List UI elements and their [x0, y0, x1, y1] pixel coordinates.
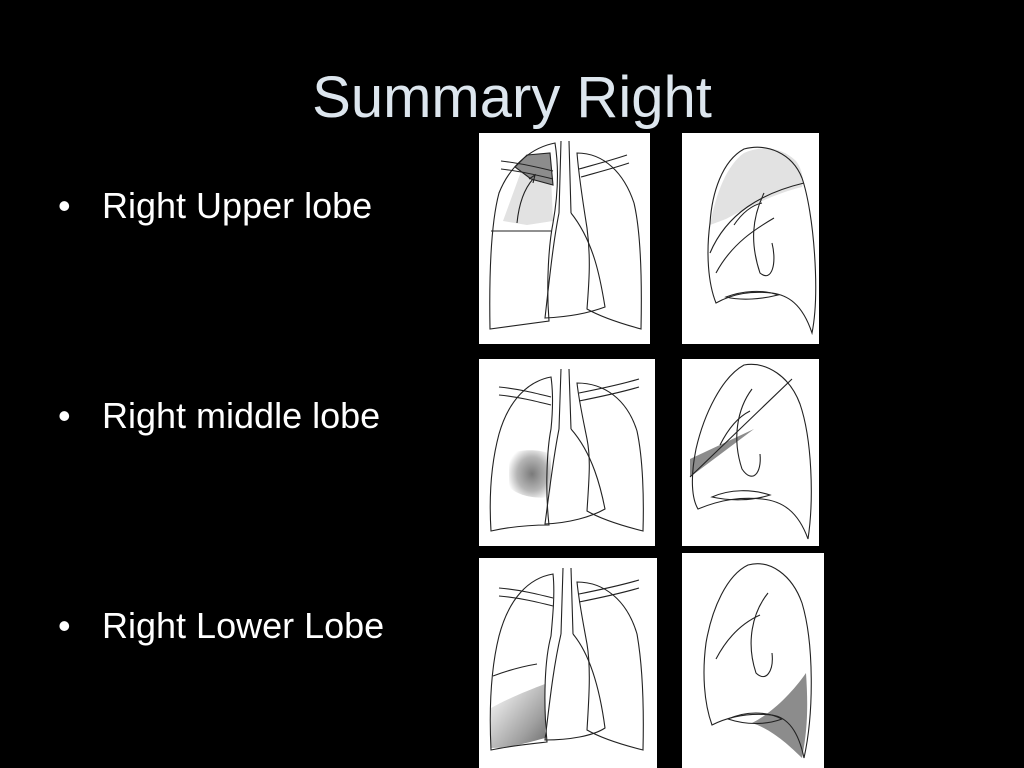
bullet-label: Right middle lobe — [102, 395, 381, 436]
frontal-diagram-upper-lobe — [479, 133, 650, 344]
lateral-diagram-middle-lobe — [682, 359, 819, 546]
bullet-label: Right Lower Lobe — [102, 605, 385, 646]
frontal-diagram-lower-lobe — [479, 558, 657, 768]
bullet-dot: • — [58, 395, 71, 436]
bullet-right-middle-lobe: • Right middle lobe — [58, 394, 380, 438]
bullet-right-lower-lobe: • Right Lower Lobe — [58, 604, 384, 648]
bullet-label: Right Upper lobe — [102, 185, 373, 226]
frontal-diagram-middle-lobe — [479, 359, 655, 546]
bullet-right-upper-lobe: • Right Upper lobe — [58, 184, 372, 228]
bullet-dot: • — [58, 185, 71, 226]
lateral-diagram-upper-lobe — [682, 133, 819, 344]
lateral-diagram-lower-lobe — [682, 553, 824, 768]
slide-title: Summary Right — [312, 65, 712, 130]
bullet-dot: • — [58, 605, 71, 646]
